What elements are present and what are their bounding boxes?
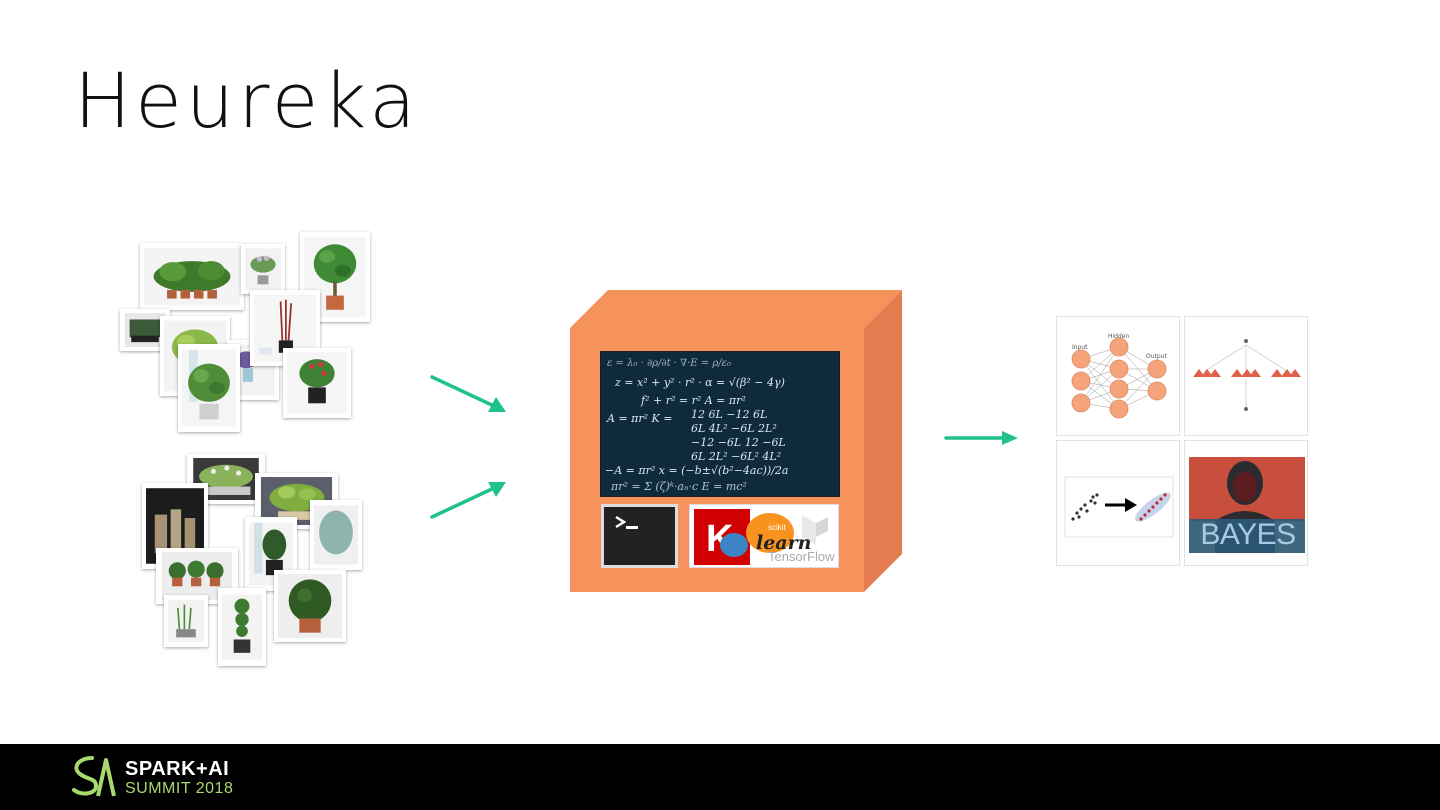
plant-photo	[310, 500, 362, 570]
spark-ai-logo-icon	[72, 756, 116, 797]
plant-photo	[120, 309, 170, 351]
arrow-top-input	[430, 375, 506, 412]
plant-photo	[241, 244, 285, 294]
plant-photo	[164, 595, 208, 647]
brand-line-2: SUMMIT 2018	[125, 780, 234, 797]
footer-bar: SPARK+AI SUMMIT 2018	[0, 744, 1440, 810]
scikit-learn-label: learn	[756, 532, 812, 554]
tensorflow-label: TensorFlow	[768, 549, 835, 564]
plant-photo	[274, 570, 346, 642]
plant-photo	[140, 243, 244, 310]
terminal-icon	[601, 504, 678, 568]
ml-libraries-logos: K	[689, 504, 839, 568]
bayes-tile	[1184, 440, 1308, 566]
page-title: Heureka	[74, 56, 420, 145]
plant-photo	[283, 348, 351, 418]
nn-input-label: Input	[1072, 344, 1088, 351]
arrow-bottom-input	[430, 482, 506, 519]
equations-screen: ε = λ₀ · ∂ρ/∂t · ∇·E = ρ/ε₀ z = x² + y² …	[600, 351, 840, 497]
plant-photo	[300, 232, 370, 322]
decision-tree-tile	[1184, 316, 1308, 436]
arrow-output	[944, 431, 1018, 445]
plant-photo	[178, 344, 240, 432]
scikit-small-label: scikit	[768, 523, 786, 532]
neural-network-tile	[1056, 316, 1180, 436]
tensorflow-logo	[802, 515, 816, 545]
nn-output-label: Output	[1146, 353, 1167, 360]
scikit-learn-logo	[720, 533, 748, 557]
bayes-label: BAYES	[1200, 518, 1296, 551]
plant-photo	[245, 517, 297, 591]
brand-line-1: SPARK+AI	[125, 758, 230, 780]
plant-photo	[218, 588, 266, 666]
nn-hidden-label: Hidden	[1108, 333, 1130, 340]
pca-scatter-tile	[1056, 440, 1180, 566]
